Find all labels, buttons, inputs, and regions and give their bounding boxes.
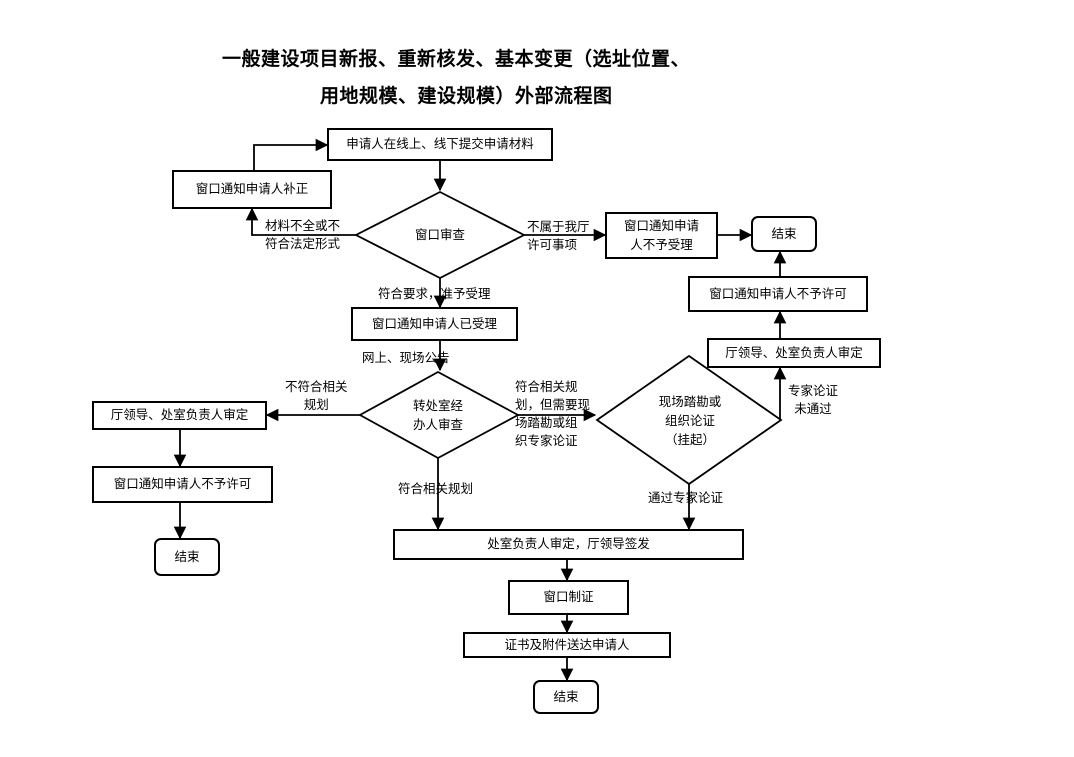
issue-certificate-box: 窗口制证 — [508, 580, 629, 615]
arrow-review-to-correction — [245, 207, 356, 236]
label-conform-need-line1: 符合相关规 — [515, 379, 578, 394]
label-expert-pass: 通过专家论证 — [648, 490, 724, 505]
leader-review-right-box: 厅领导、处室负责人审定 — [707, 338, 881, 368]
label-incomplete-line2: 符合法定形式 — [265, 236, 341, 252]
label-not-conform: 不符合相关 规划 — [285, 378, 348, 414]
site-survey-text: 现场踏勘或 组织论证 （挂起） — [640, 393, 740, 449]
label-conform: 符合相关规划 — [398, 481, 474, 496]
diagram-title-line2: 用地规模、建设规模）外部流程图 — [320, 85, 613, 107]
transfer-review-line1: 转处室经 — [412, 398, 463, 413]
site-survey-line2: 组织论证 — [664, 412, 715, 428]
label-expert-fail: 专家论证 未通过 — [788, 382, 838, 418]
notify-accepted-box: 窗口通知申请人已受理 — [351, 307, 518, 341]
transfer-review-line2: 办人审查 — [412, 416, 463, 432]
label-conform-need-line3: 场踏勘或组 — [515, 415, 578, 431]
end-node-3: 结束 — [533, 680, 599, 714]
label-not-ours-line1: 不属于我厅 — [527, 219, 590, 234]
label-expert-fail-line1: 专家论证 — [788, 383, 839, 398]
end-node-1: 结束 — [751, 216, 817, 252]
site-survey-line3: （挂起） — [664, 431, 715, 447]
submit-materials-box: 申请人在线上、线下提交申请材料 — [327, 128, 553, 161]
label-expert-fail-line2: 未通过 — [794, 401, 832, 417]
leader-review-left-box: 厅领导、处室负责人审定 — [92, 401, 267, 430]
deliver-certificate-box: 证书及附件送达申请人 — [463, 632, 671, 658]
label-conform-need-line4: 织专家论证 — [515, 433, 578, 449]
label-meets-requirements: 符合要求，准予受理 — [378, 286, 491, 301]
label-not-conform-line1: 不符合相关 — [285, 379, 348, 394]
label-conform-need-survey: 符合相关规 划，但需要现 场踏勘或组 织专家论证 — [515, 378, 590, 451]
arrow-correction-to-submit — [253, 138, 329, 170]
label-incomplete-line1: 材料不全或不 — [265, 218, 341, 233]
transfer-review-text: 转处室经 办人审查 — [393, 397, 483, 435]
window-review-text: 窗口审查 — [414, 227, 465, 242]
label-incomplete: 材料不全或不 符合法定形式 — [265, 217, 340, 253]
notify-not-accepted-line1: 窗口通知申请 — [623, 217, 699, 233]
notify-no-permit-right-box: 窗口通知申请人不予许可 — [688, 276, 868, 312]
notify-not-accepted-box: 窗口通知申请 人不予受理 — [605, 212, 718, 259]
final-approval-box: 处室负责人审定，厅领导签发 — [393, 529, 744, 560]
label-conform-need-line2: 划，但需要现 — [515, 397, 591, 413]
label-announce: 网上、现场公告 — [362, 350, 450, 365]
label-not-ours: 不属于我厅 许可事项 — [527, 218, 590, 254]
notify-not-accepted-line2: 人不予受理 — [630, 236, 693, 252]
site-survey-line1: 现场踏勘或 — [658, 394, 722, 409]
label-not-conform-line2: 规划 — [303, 397, 329, 413]
label-not-ours-line2: 许可事项 — [527, 237, 578, 253]
end-node-2: 结束 — [154, 538, 220, 576]
notify-correction-box: 窗口通知申请人补正 — [172, 170, 332, 209]
notify-no-permit-left-box: 窗口通知申请人不予许可 — [92, 466, 273, 503]
diagram-title-line1: 一般建设项目新报、重新核发、基本变更（选址位置、 — [222, 48, 691, 70]
